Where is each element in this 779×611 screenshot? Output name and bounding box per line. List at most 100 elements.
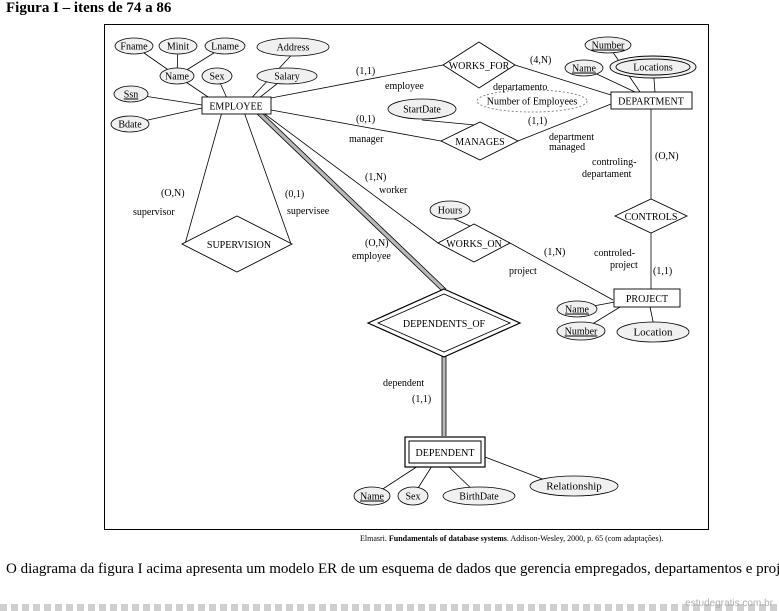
attr-name-label: Name (165, 72, 189, 83)
label-mg-dept-role1: department (549, 132, 594, 143)
cut-off-text-row (0, 604, 779, 611)
attr-salary (256, 67, 318, 85)
entity-employee-label: EMPLOYEE (209, 102, 262, 113)
attr-bdate-label: Bdate (118, 120, 142, 131)
attr-bdate (110, 115, 150, 133)
relationship-works-for: WORKS_FOR (442, 41, 516, 89)
relationship-dependents-of: DEPENDENTS_OF (366, 288, 522, 358)
attr-lname-label: Lname (211, 42, 239, 53)
label-sup-right-role: supervisee (287, 206, 330, 217)
relationship-works-on: WORKS_ON (437, 223, 511, 263)
label-ct-proj-role2: project (610, 260, 638, 271)
attr-hours-label: Hours (438, 206, 463, 217)
attr-address (256, 37, 330, 57)
relationship-supervision: SUPERVISION (181, 215, 293, 273)
label-wf-dept-role: departamento (493, 82, 547, 93)
attr-proj-name (556, 300, 598, 318)
relationship-supervision-label: SUPERVISION (207, 240, 271, 251)
label-mg-dept-card: (1,1) (528, 116, 547, 127)
label-sup-right-card: (0,1) (285, 189, 304, 200)
label-do-emp-role: employee (352, 251, 391, 262)
attr-dept-number (584, 36, 632, 54)
question-text: O diagrama da figura I acima apresenta u… (6, 561, 779, 577)
entity-dependent: DEPENDENT (404, 436, 486, 468)
figure-caption: Elmasri. Fundamentals of database system… (360, 534, 663, 543)
label-ct-dept-role2: departament (582, 169, 632, 180)
attr-proj-number-label: Number (565, 327, 598, 338)
label-mg-emp-role: manager (349, 134, 384, 145)
attr-name (159, 67, 195, 85)
attr-locations (609, 55, 697, 79)
relationship-dependents-of-label: DEPENDENTS_OF (403, 319, 486, 330)
label-wf-emp-card: (1,1) (356, 66, 375, 77)
attr-hours (429, 200, 471, 220)
attr-salary-label: Salary (274, 72, 300, 83)
attr-start-date-label: StartDate (403, 105, 441, 116)
attr-proj-number (556, 321, 606, 341)
label-wo-emp-card: (1,N) (365, 172, 386, 183)
label-ct-dept-role1: controling- (592, 157, 636, 168)
caption-book: Fundamentals of database systems (388, 534, 507, 543)
label-mg-dept-role2: managed (549, 142, 585, 153)
attr-ssn (113, 85, 149, 103)
attr-dep-sex-label: Sex (406, 492, 421, 503)
label-sup-left-role: supervisor (133, 207, 175, 218)
entity-department: DEPARTMENT (610, 91, 693, 110)
label-wo-proj-role: project (509, 266, 537, 277)
label-ct-proj-card: (1,1) (653, 266, 672, 277)
attr-ssn-label: Ssn (124, 90, 138, 101)
attr-start-date (387, 98, 457, 120)
attr-sex-label: Sex (210, 72, 225, 83)
attr-dep-name (353, 486, 391, 506)
entity-department-label: DEPARTMENT (618, 97, 684, 108)
attr-address-label: Address (277, 43, 310, 54)
relationship-controls: CONTROLS (613, 198, 689, 234)
attr-birth-date (442, 486, 516, 506)
relationship-controls-label: CONTROLS (625, 212, 678, 223)
caption-rest: . Addison-Wesley, 2000, p. 65 (com adapt… (506, 534, 664, 543)
caption-author: Elmasri. (360, 534, 387, 543)
attr-lname (204, 37, 246, 55)
watermark: estudegratis.com.br (685, 598, 773, 609)
attr-dep-sex (397, 486, 429, 506)
attr-proj-location (616, 321, 690, 343)
figure-title: Figura I – itens de 74 a 86 (6, 0, 172, 16)
attr-minit-label: Minit (167, 42, 189, 53)
attr-fname-label: Fname (120, 42, 148, 53)
attr-birth-date-label: BirthDate (459, 492, 499, 503)
entity-project-label: PROJECT (626, 294, 668, 305)
attr-dep-name-label: Name (360, 492, 384, 503)
label-do-dep-card: (1,1) (412, 394, 431, 405)
attr-number-of-employees (476, 89, 588, 113)
attr-number-of-employees-label: Number of Employees (487, 97, 578, 108)
label-wf-dept-card: (4,N) (530, 55, 551, 66)
label-mg-emp-card: (0,1) (356, 114, 375, 125)
attr-relationship-label: Relationship (546, 481, 602, 493)
attr-minit (158, 37, 198, 55)
label-do-dep-role: dependent (383, 378, 424, 389)
entity-dependent-label: DEPENDENT (416, 448, 475, 459)
label-ct-dept-card: (O,N) (655, 151, 679, 162)
figure-frame (104, 24, 709, 530)
label-wo-proj-card: (1,N) (544, 247, 565, 258)
relationship-manages-label: MANAGES (455, 137, 504, 148)
label-wo-emp-role: worker (379, 185, 408, 196)
label-sup-left-card: (O,N) (161, 188, 185, 199)
entity-employee: EMPLOYEE (201, 96, 272, 115)
attr-sex (201, 67, 233, 85)
label-wf-emp-role: employee (385, 81, 424, 92)
label-do-emp-card: (O,N) (365, 238, 389, 249)
attr-dept-number-label: Number (592, 41, 625, 52)
label-ct-proj-role1: controled- (594, 248, 635, 259)
attr-fname (114, 37, 154, 55)
attr-locations-label: Locations (633, 63, 673, 74)
relationship-works-on-label: WORKS_ON (446, 239, 502, 250)
relationship-works-for-label: WORKS_FOR (449, 61, 510, 72)
attr-proj-name-label: Name (565, 305, 589, 316)
attr-dept-name (564, 59, 604, 77)
attr-relationship (529, 475, 619, 497)
relationship-manages: MANAGES (439, 121, 520, 161)
attr-dept-name-label: Name (572, 64, 596, 75)
attr-proj-location-label: Location (633, 327, 673, 339)
